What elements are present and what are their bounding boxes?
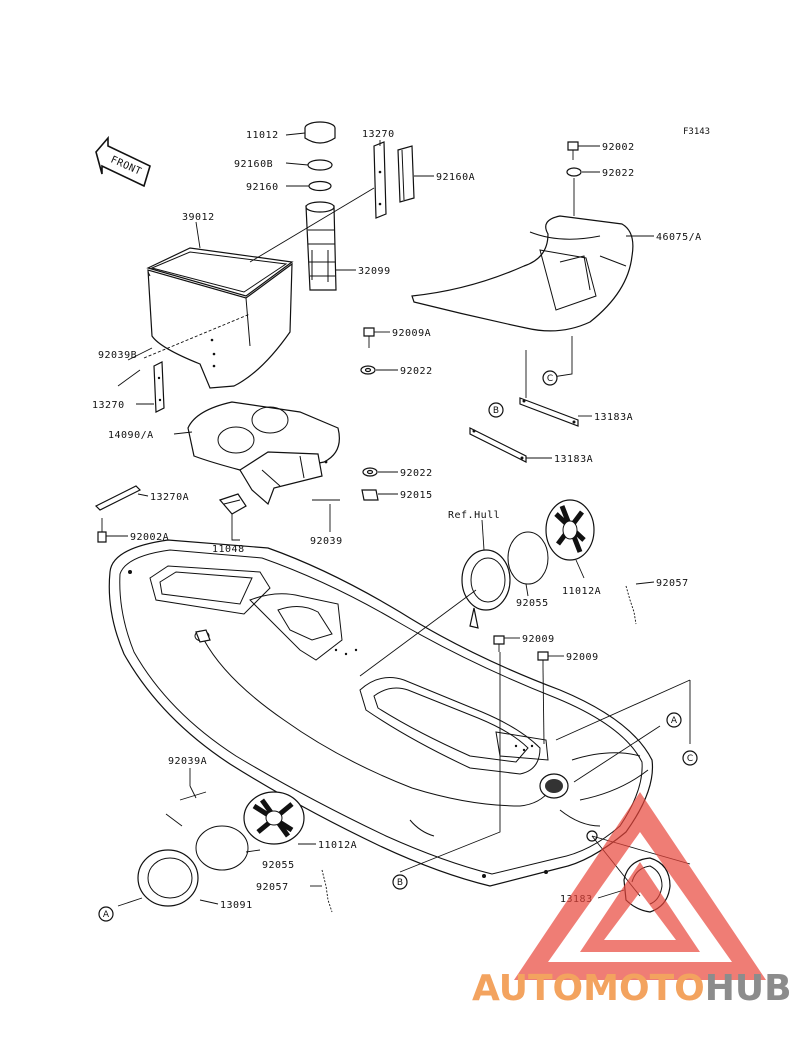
storage-bin <box>146 247 294 389</box>
filler-spout <box>305 201 337 291</box>
svg-text:B: B <box>397 878 403 888</box>
label-92002a: 92002A <box>130 532 169 543</box>
label-13270-top: 13270 <box>362 129 395 140</box>
label-92015: 92015 <box>400 490 433 501</box>
pin-92039a <box>179 785 207 801</box>
label-11012: 11012 <box>246 130 279 141</box>
label-92009-b: 92009 <box>566 652 599 663</box>
watermark-part1: AUTOMOTO <box>472 968 705 1009</box>
washer-92022-lower <box>362 467 378 477</box>
callout-b-strap: B <box>488 402 504 418</box>
callout-a-ring: A <box>98 906 114 922</box>
clip-11048 <box>218 493 247 515</box>
washer-92022-upper <box>360 365 376 375</box>
cover-11012a-bottom <box>243 791 305 845</box>
oring-92055-bottom <box>195 825 249 871</box>
label-92055-bottom: 92055 <box>262 860 295 871</box>
figure-code: F3143 <box>683 127 710 137</box>
label-11012a-top: 11012A <box>562 586 601 597</box>
label-92055-top: 92055 <box>516 598 549 609</box>
label-39012: 39012 <box>182 212 215 223</box>
label-92057-bottom: 92057 <box>256 882 289 893</box>
cable-92057-top <box>625 585 637 625</box>
label-92009a: 92009A <box>392 328 431 339</box>
bolt-92009-b <box>537 651 549 668</box>
seal-92160a <box>397 145 415 203</box>
nut-92015 <box>361 489 379 501</box>
label-92022-a: 92022 <box>400 366 433 377</box>
strap-13183a-lower <box>469 427 527 463</box>
bolt-92009a <box>363 327 375 348</box>
label-13183a-upper: 13183A <box>594 412 633 423</box>
label-92002: 92002 <box>602 142 635 153</box>
callout-a-hull: A <box>666 712 682 728</box>
label-92057-top: 92057 <box>656 578 689 589</box>
watermark-part2: HUB <box>705 968 792 1009</box>
bolt-92002a <box>97 518 107 543</box>
bolt-92009-a <box>493 635 505 652</box>
label-13270a: 13270A <box>150 492 189 503</box>
watermark-logo-icon <box>514 792 766 980</box>
svg-text:B: B <box>493 406 499 416</box>
callout-c-hull: C <box>682 750 698 766</box>
label-13183a-lower: 13183A <box>554 454 593 465</box>
bolt-92002 <box>567 141 579 160</box>
oring-92055-top <box>507 531 549 585</box>
label-92022-b: 92022 <box>400 468 433 479</box>
label-14090a: 14090/A <box>108 430 154 441</box>
ring-13091 <box>137 849 199 907</box>
label-92160: 92160 <box>246 182 279 193</box>
leader-lines <box>106 132 691 907</box>
label-92039: 92039 <box>310 536 343 547</box>
front-arrow-icon: FRONT <box>95 135 151 188</box>
filler-cap <box>304 121 336 192</box>
callout-c-strap: C <box>542 370 558 386</box>
strap-13183a-upper <box>519 397 579 427</box>
seat-cover <box>411 215 634 332</box>
strap-13270-left <box>153 361 165 413</box>
label-11048: 11048 <box>212 544 245 555</box>
label-32099: 32099 <box>358 266 391 277</box>
label-ref-hull: Ref.Hull <box>448 510 500 521</box>
dash-panel <box>187 401 340 506</box>
label-92009-a: 92009 <box>522 634 555 645</box>
svg-text:A: A <box>103 910 110 920</box>
pin-92039b <box>117 369 141 387</box>
pad-13270-top <box>373 141 387 219</box>
svg-text:C: C <box>547 374 553 384</box>
hatch-ring-ref-hull <box>461 549 511 629</box>
label-46075a: 46075/A <box>656 232 702 243</box>
label-11012a-bottom: 11012A <box>318 840 357 851</box>
svg-text:C: C <box>687 754 693 764</box>
label-92160a: 92160A <box>436 172 475 183</box>
label-92039a: 92039A <box>168 756 207 767</box>
watermark-text: AUTOMOTOHUB <box>472 968 792 1009</box>
label-92039b: 92039B <box>98 350 137 361</box>
callout-b-hull: B <box>392 874 408 890</box>
label-92160b: 92160B <box>234 159 273 170</box>
washer-92022-top <box>566 167 582 177</box>
strap-13270a <box>94 485 142 511</box>
label-13270-left: 13270 <box>92 400 125 411</box>
label-13091: 13091 <box>220 900 253 911</box>
svg-text:A: A <box>671 716 678 726</box>
cover-11012a-top <box>545 499 595 561</box>
label-92022-top: 92022 <box>602 168 635 179</box>
cable-92057-bottom <box>321 869 333 913</box>
